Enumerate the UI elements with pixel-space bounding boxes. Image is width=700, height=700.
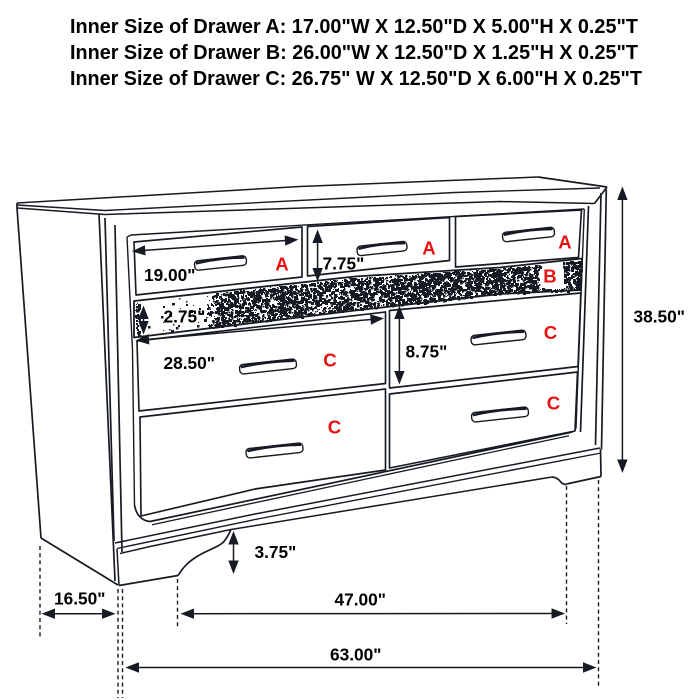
svg-text:C: C <box>328 417 341 438</box>
svg-text:C: C <box>544 322 557 343</box>
svg-text:C: C <box>323 350 336 371</box>
svg-text:B: B <box>543 266 556 287</box>
svg-text:C: C <box>547 393 560 414</box>
svg-text:7.75": 7.75" <box>323 254 365 274</box>
svg-text:16.50": 16.50" <box>54 589 105 609</box>
svg-text:Inner Size of Drawer B: 26.00": Inner Size of Drawer B: 26.00"W X 12.50"… <box>70 42 638 64</box>
svg-text:Inner Size of Drawer A: 17.00": Inner Size of Drawer A: 17.00"W X 12.50"… <box>70 16 638 38</box>
svg-text:2.75": 2.75" <box>164 307 206 327</box>
svg-text:A: A <box>422 238 435 259</box>
svg-text:A: A <box>558 232 571 253</box>
svg-text:A: A <box>275 254 288 275</box>
svg-text:63.00": 63.00" <box>330 645 381 665</box>
svg-text:38.50": 38.50" <box>634 307 685 327</box>
svg-text:19.00": 19.00" <box>144 265 195 285</box>
svg-text:Inner Size of Drawer C: 26.75": Inner Size of Drawer C: 26.75" W X 12.50… <box>70 68 642 90</box>
svg-text:3.75": 3.75" <box>255 542 297 562</box>
svg-text:8.75": 8.75" <box>406 342 448 362</box>
svg-text:47.00": 47.00" <box>335 590 386 610</box>
svg-text:28.50": 28.50" <box>164 353 215 373</box>
